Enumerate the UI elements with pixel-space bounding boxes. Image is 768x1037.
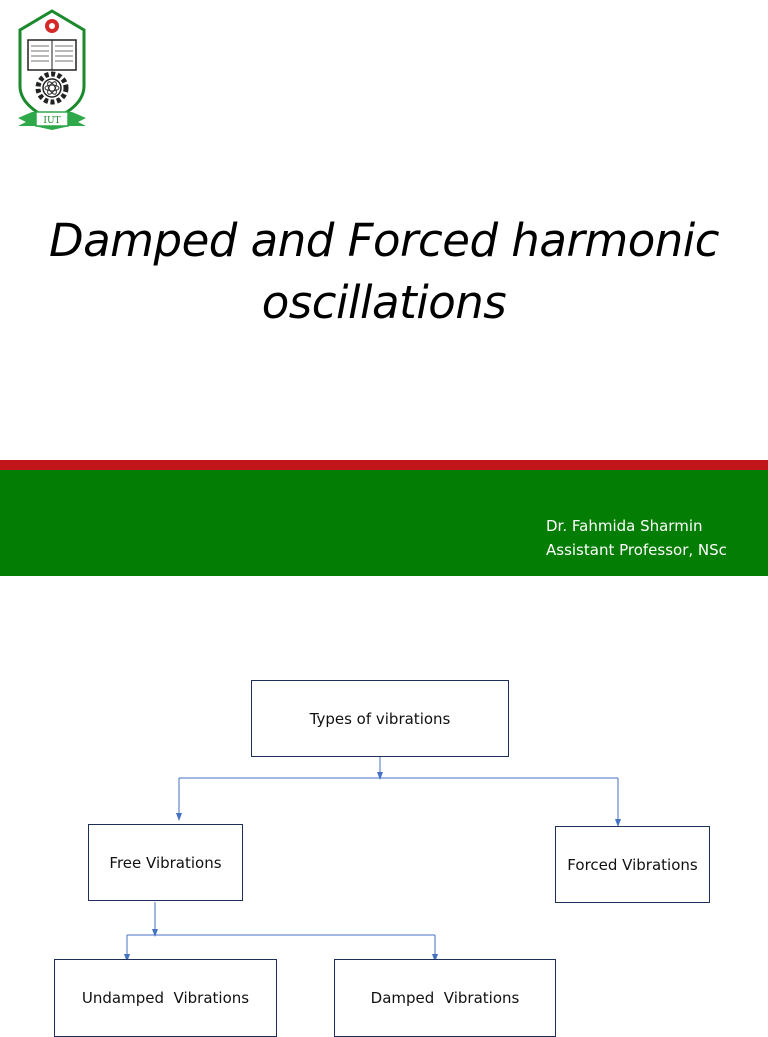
node-free-vibrations: Free Vibrations bbox=[88, 824, 243, 901]
logo-text: IUT bbox=[43, 116, 60, 126]
iut-logo: IUT bbox=[18, 9, 86, 130]
author-block: Dr. Fahmida Sharmin Assistant Professor,… bbox=[546, 514, 727, 562]
author-name: Dr. Fahmida Sharmin bbox=[546, 517, 703, 535]
node-types-of-vibrations: Types of vibrations bbox=[251, 680, 509, 757]
atom-icon bbox=[44, 81, 60, 95]
node-damped-vibrations: Damped Vibrations bbox=[334, 959, 556, 1037]
slide-title: Damped and Forced harmonic oscillations bbox=[48, 214, 720, 329]
vibration-types-diagram: Types of vibrations Free Vibrations Forc… bbox=[0, 600, 768, 1037]
flowchart-connectors bbox=[124, 757, 621, 962]
author-title: Assistant Professor, NSc bbox=[546, 541, 727, 559]
green-footer-band bbox=[0, 470, 768, 576]
node-undamped-vibrations: Undamped Vibrations bbox=[54, 959, 277, 1037]
red-divider-bar bbox=[0, 460, 768, 470]
node-forced-vibrations: Forced Vibrations bbox=[555, 826, 710, 903]
gear-icon bbox=[35, 71, 69, 105]
